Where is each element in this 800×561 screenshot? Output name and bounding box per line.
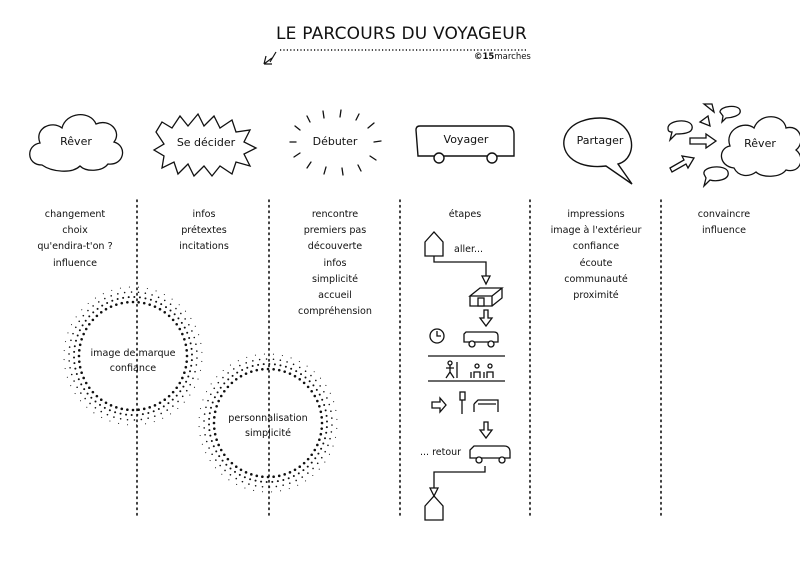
stage-label-rever: Rêver	[60, 135, 92, 148]
list-item: infos	[192, 209, 216, 220]
bus-small-icon	[469, 445, 511, 459]
copyright-symbol: ©	[474, 52, 483, 62]
clock-icon	[429, 328, 445, 344]
arrow-down-icon	[428, 487, 440, 498]
speech-bubble-icon	[563, 117, 633, 185]
arrow-right-icon	[431, 396, 447, 414]
stage-label-debuter: Débuter	[312, 135, 358, 148]
column-list-2: infos prétextes incitations	[179, 207, 229, 256]
journey-aller: aller...	[454, 244, 484, 255]
home-start-icon	[424, 231, 444, 257]
list-item: impressions	[567, 209, 625, 220]
credit: ©15marches	[474, 52, 531, 62]
home-end-icon	[424, 495, 444, 521]
person-body	[445, 365, 455, 379]
flow-line	[433, 256, 487, 278]
bench-icon	[473, 399, 499, 412]
bus-small-icon	[463, 331, 499, 343]
journey-flow	[424, 231, 511, 521]
list-item: proximité	[573, 290, 619, 302]
list-item: compréhension	[298, 306, 372, 318]
list-item: infos	[323, 257, 347, 269]
stage-label-se-decider: Se décider	[176, 136, 236, 149]
list-item: prétextes	[181, 225, 227, 237]
burst-icon	[152, 112, 258, 178]
list-item: choix	[62, 225, 88, 237]
arrow-down-icon	[480, 275, 492, 286]
dotted-circle-brand	[63, 286, 203, 426]
credit-name: marches	[494, 52, 531, 62]
seated-person-icon	[487, 363, 493, 369]
circle-line: personnalisation	[228, 413, 308, 424]
seated-person-icon	[474, 363, 480, 369]
building-door	[477, 297, 485, 307]
bus-icon	[415, 125, 515, 164]
building-icon	[468, 287, 504, 307]
list-item: convaincre	[697, 209, 751, 220]
list-item: changement	[44, 209, 106, 220]
stage-label-voyager: Voyager	[443, 133, 489, 146]
list-item: image à l'extérieur	[550, 225, 642, 237]
person-icon	[447, 360, 453, 366]
page-title: LE PARCOURS DU VOYAGEUR	[276, 24, 527, 44]
sunburst-icon	[289, 109, 382, 176]
cloud-with-arrows-icon	[667, 103, 800, 189]
circle-line: confiance	[109, 363, 157, 374]
list-item: étapes	[448, 209, 482, 220]
list-item: simplicité	[311, 273, 359, 285]
arrow-down-icon	[478, 421, 494, 440]
list-item: premiers pas	[303, 225, 367, 237]
stage-label-partager: Partager	[576, 134, 624, 147]
column-list-4: étapes	[449, 207, 482, 223]
list-item: accueil	[318, 290, 352, 302]
credit-number: 15	[482, 52, 495, 62]
list-item: écoute	[579, 257, 613, 269]
column-separators	[136, 199, 662, 519]
seat-icon	[483, 371, 494, 378]
flow-line	[433, 466, 486, 490]
column-list-1: changement choix qu'endira-t'on ? influe…	[37, 207, 112, 272]
cloud-icon	[29, 114, 124, 172]
list-item: influence	[52, 257, 98, 269]
circle-line: image de marque	[90, 348, 176, 359]
column-list-6: convaincre influence	[698, 207, 750, 239]
list-item: rencontre	[311, 209, 359, 220]
column-list-5: impressions image à l'extérieur confianc…	[551, 207, 642, 304]
arrow-down-icon	[478, 309, 494, 328]
list-item: confiance	[572, 241, 620, 253]
circle-line: simplicité	[244, 428, 292, 439]
dotted-circle-personalisation	[198, 353, 338, 493]
list-item: incitations	[179, 241, 229, 253]
seat-icon	[470, 371, 481, 378]
bus-stop-sign	[459, 391, 466, 401]
clock-hands	[436, 331, 441, 337]
column-list-3: rencontre premiers pas découverte infos …	[298, 207, 372, 320]
list-item: communauté	[564, 273, 628, 285]
stage-label-rever-2: Rêver	[744, 137, 776, 150]
circle-label-personalisation: personnalisation simplicité	[228, 411, 307, 441]
title-arrow-icon	[263, 49, 528, 65]
journey-retour: ... retour	[420, 447, 462, 458]
list-item: qu'endira-t'on ?	[37, 241, 113, 253]
list-item: influence	[701, 225, 747, 237]
circle-label-brand: image de marque confiance	[90, 346, 175, 376]
list-item: découverte	[307, 241, 363, 253]
